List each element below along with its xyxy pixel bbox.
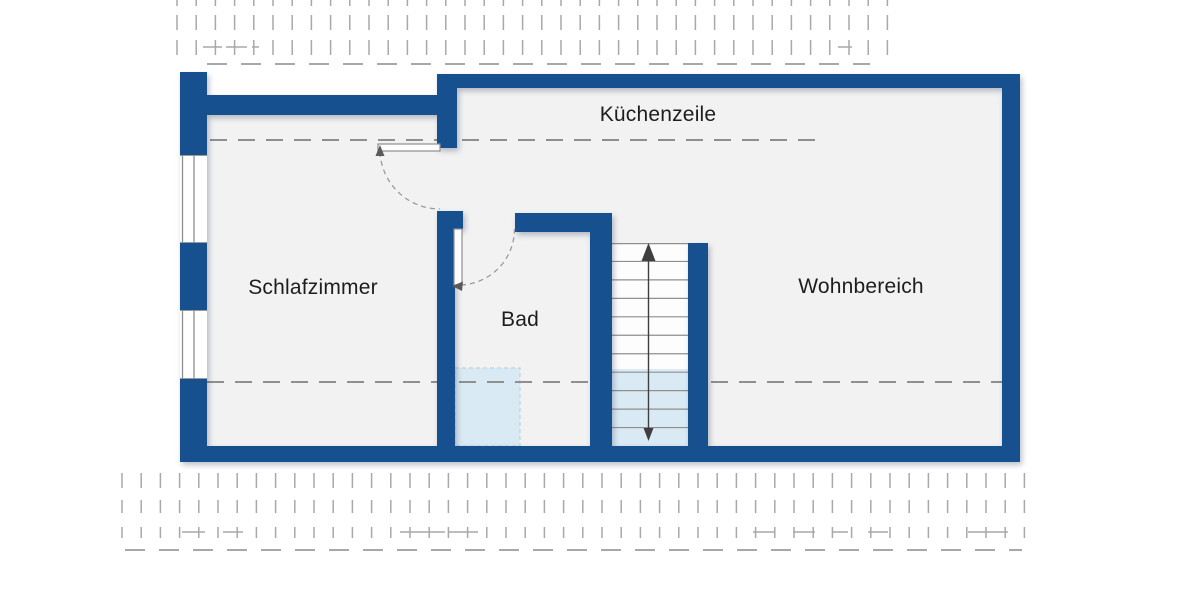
walls — [180, 72, 1020, 462]
room-label-kueche: Küchenzeile — [599, 103, 717, 126]
staircase — [612, 243, 688, 446]
stair-arrow-up-head — [641, 243, 656, 261]
room-label-bad: Bad — [501, 308, 539, 331]
floor-areas — [207, 88, 1002, 446]
wall-left-exterior — [180, 72, 207, 462]
wall-right-exterior — [1002, 74, 1020, 462]
room-schlafzimmer-floor — [207, 115, 437, 446]
background-hatching-bottom — [121, 473, 1026, 538]
shower-tray — [454, 367, 521, 447]
window-left-lower — [180, 310, 207, 379]
door-swing-arrowhead — [452, 281, 463, 291]
background-hatching-top — [176, 0, 889, 55]
door-swing-arc — [379, 151, 441, 210]
bad-door — [452, 228, 516, 291]
window-left-upper — [180, 155, 207, 243]
wall-bad-door-stub — [453, 211, 463, 229]
schlafzimmer-door — [375, 143, 441, 210]
door-swing-arc — [460, 228, 516, 286]
wall-top-exterior — [437, 74, 1020, 88]
wall-schlafzimmer-top — [207, 95, 457, 115]
wall-bad-left — [437, 211, 455, 446]
door-swing-arrowhead — [375, 145, 385, 156]
wall-stair-right — [688, 243, 708, 446]
wall-bad-top — [515, 213, 612, 232]
stair-arrow-down-head — [643, 428, 654, 441]
wall-stair-left — [590, 213, 612, 446]
room-label-schlafzimmer: Schlafzimmer — [248, 276, 378, 299]
wall-bottom-exterior — [180, 446, 1020, 462]
door-leaf — [453, 228, 463, 286]
stair-treads — [612, 260, 688, 429]
door-leaf — [377, 143, 441, 152]
room-label-wohnbereich: Wohnbereich — [798, 275, 924, 298]
room-wohnbereich-kueche-floor — [437, 88, 1002, 446]
wall-hall-divider — [437, 74, 457, 148]
